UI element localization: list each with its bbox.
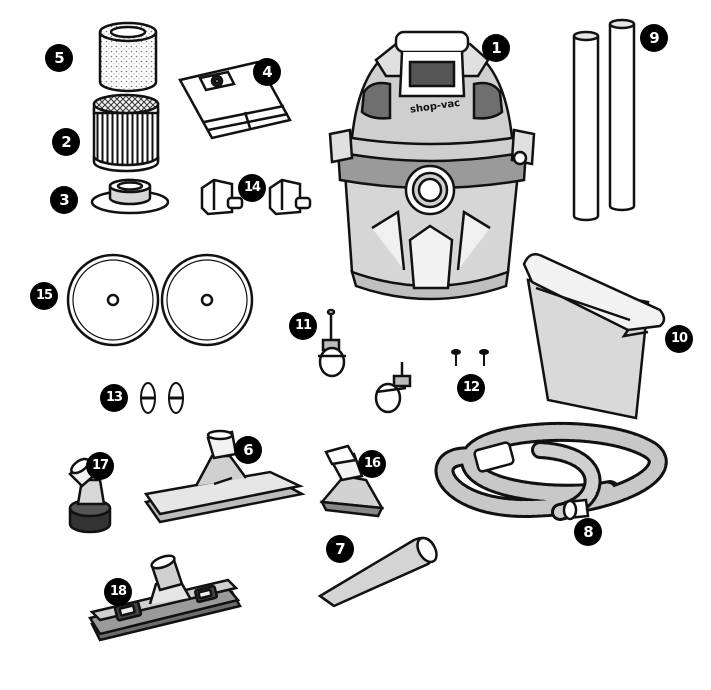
callout-1: 1 [482, 34, 510, 62]
callout-16: 16 [358, 450, 386, 478]
callout-5: 5 [45, 44, 73, 72]
extension-wands [572, 18, 636, 222]
utility-nozzle [319, 444, 385, 518]
filter-base [90, 178, 170, 215]
wet-dry-floor-tool [88, 554, 242, 642]
caddy-fasteners [140, 382, 184, 414]
disc-filters [66, 253, 254, 347]
callout-8: 8 [574, 518, 602, 546]
callout-17: 17 [86, 452, 114, 480]
callout-6: 6 [234, 436, 262, 464]
hose [434, 421, 668, 521]
callout-2: 2 [52, 128, 80, 156]
callout-12: 12 [457, 374, 485, 402]
callout-7: 7 [326, 535, 354, 563]
callout-3: 3 [50, 186, 78, 214]
vacuum-unit: shop-vac [328, 30, 536, 301]
caddy-clips [200, 178, 312, 216]
round-brush [68, 457, 112, 534]
callout-15: 15 [30, 282, 58, 310]
callout-14: 14 [238, 174, 266, 202]
callout-4: 4 [253, 58, 281, 86]
callout-13: 13 [100, 384, 128, 412]
callout-18: 18 [104, 578, 132, 606]
crevice-tool [317, 536, 438, 608]
foam-sleeve [98, 21, 158, 93]
casters [318, 308, 412, 414]
cartridge-filter [92, 93, 160, 173]
accessory-caddy [522, 253, 666, 420]
callout-11: 11 [289, 312, 317, 340]
floor-nozzle [143, 429, 306, 524]
callout-10: 10 [665, 325, 693, 353]
screws [451, 349, 489, 366]
callout-9: 9 [640, 24, 668, 52]
